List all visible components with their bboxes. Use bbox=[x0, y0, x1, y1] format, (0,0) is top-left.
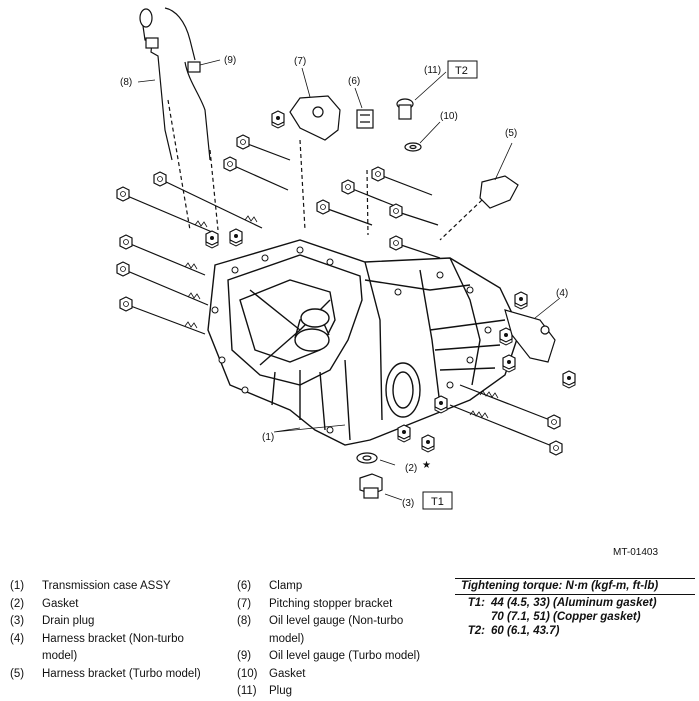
legend-item: (4)Harness bracket (Non-turbo model) bbox=[10, 632, 184, 663]
oil-level-gauge-non-turbo bbox=[139, 8, 191, 231]
oil-level-gauge-turbo bbox=[164, 7, 219, 231]
exploded-view-diagram: (1) (2) ★ (3) (4) (5) (6) (7) (8) (9) (1… bbox=[116, 7, 576, 510]
legend-item: (6)Clamp bbox=[237, 580, 303, 592]
legend-item: (7)Pitching stopper bracket bbox=[237, 597, 393, 610]
legend-column-1: (1)Transmission case ASSY (2)Gasket (3)D… bbox=[10, 578, 230, 683]
callout-2-star: ★ bbox=[422, 460, 431, 471]
case-bolts bbox=[116, 134, 563, 456]
torque-title: Tightening torque: N·m (kgf-m, ft-lb) bbox=[455, 578, 695, 595]
legend-item: (10)Gasket bbox=[237, 667, 306, 680]
torque-label-t1: T1 bbox=[431, 496, 444, 508]
gasket-upper bbox=[404, 142, 422, 152]
torque-row: 70 (7.1, 51) (Copper gasket) bbox=[491, 611, 641, 623]
callout-7: (7) bbox=[294, 56, 306, 67]
legend-item: (1)Transmission case ASSY bbox=[10, 580, 171, 592]
callout-8: (8) bbox=[120, 77, 132, 88]
legend-item: (5)Harness bracket (Turbo model) bbox=[10, 667, 201, 680]
callout-3: (3) bbox=[402, 498, 414, 509]
plug bbox=[396, 98, 414, 120]
legend-item: (9)Oil level gauge (Turbo model) bbox=[237, 650, 421, 662]
pitching-stopper-bracket bbox=[289, 95, 341, 231]
legend-item: (8)Oil level gauge (Non-turbo model) bbox=[237, 615, 404, 645]
callout-6: (6) bbox=[348, 76, 360, 87]
drain-plug bbox=[359, 473, 383, 499]
leader-lines bbox=[137, 59, 561, 501]
torque-row: T1:44 (4.5, 33) (Aluminum gasket) bbox=[467, 597, 657, 609]
clamp bbox=[356, 109, 374, 236]
torque-table: Tightening torque: N·m (kgf-m, ft-lb) T1… bbox=[455, 578, 695, 637]
callout-4: (4) bbox=[556, 288, 568, 299]
harness-bracket-non-turbo bbox=[504, 309, 556, 363]
gasket-lower bbox=[356, 452, 378, 464]
torque-label-t2: T2 bbox=[455, 65, 468, 77]
callout-11: (11) bbox=[424, 65, 441, 76]
callout-5: (5) bbox=[505, 128, 517, 139]
transmission-case bbox=[207, 239, 521, 446]
legend-item: (2)Gasket bbox=[10, 597, 79, 610]
callout-10: (10) bbox=[440, 111, 458, 122]
torque-box-t2: T2 bbox=[447, 60, 478, 79]
callout-2: (2) bbox=[405, 463, 417, 474]
legend-column-2: (6)Clamp (7)Pitching stopper bracket (8)… bbox=[237, 578, 437, 701]
callout-9: (9) bbox=[224, 55, 236, 66]
torque-box-t1: T1 bbox=[422, 491, 453, 510]
case-bolt-holes bbox=[211, 246, 492, 434]
legend-item: (3)Drain plug bbox=[10, 615, 95, 627]
harness-bracket-turbo bbox=[439, 175, 519, 241]
callout-1: (1) bbox=[262, 432, 274, 443]
figure-id: MT-01403 bbox=[613, 547, 659, 558]
torque-row: T2:60 (6.1, 43.7) bbox=[467, 625, 560, 637]
